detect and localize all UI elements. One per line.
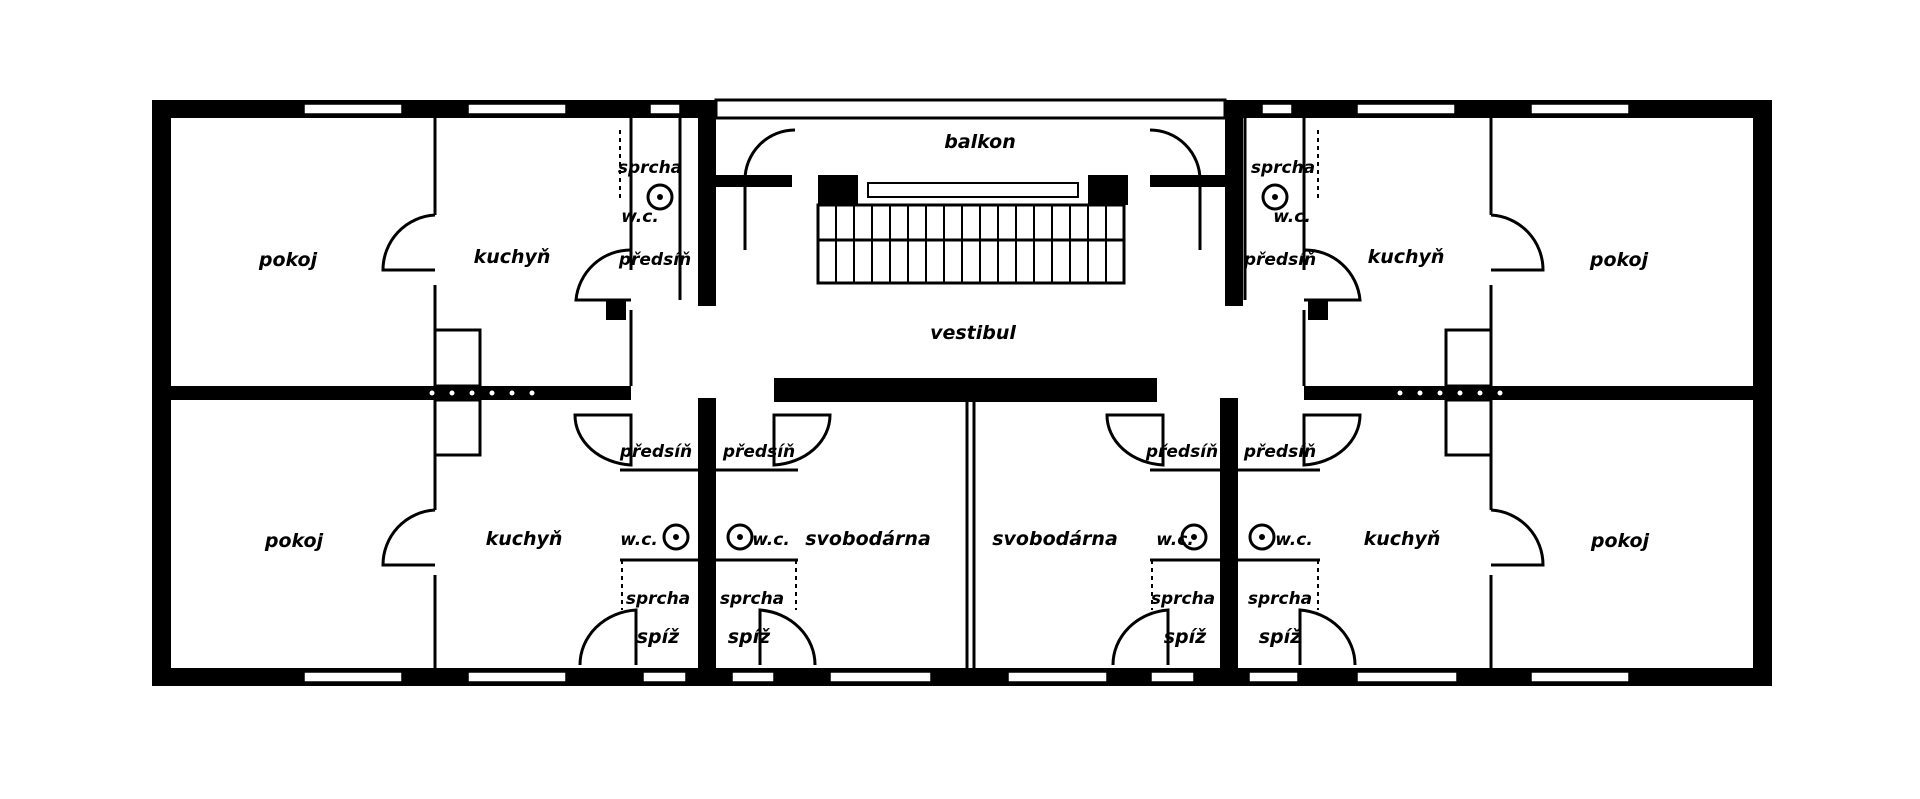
- room-label-predsin: předsíň: [619, 442, 692, 462]
- room-label-wc: w.c.: [620, 530, 658, 550]
- door-swings: [381, 128, 1545, 666]
- room-label-kuchyn: kuchyň: [1364, 528, 1441, 550]
- room-label-spiz: spíž: [1259, 626, 1302, 648]
- room-label-wc: w.c.: [1156, 530, 1194, 550]
- room-label-sprcha: sprcha: [1248, 589, 1312, 609]
- room-label-svobodarna: svobodárna: [805, 528, 931, 550]
- room-label-predsin: předsíň: [722, 442, 795, 462]
- room-label-svobodarna: svobodárna: [992, 528, 1118, 550]
- windows-bottom: [303, 671, 1630, 683]
- balcony-rail: [714, 98, 1227, 120]
- room-label-pokoj: pokoj: [1590, 530, 1650, 552]
- room-label-spiz: spíž: [728, 626, 771, 648]
- room-label-predsin: předsíň: [1243, 250, 1316, 270]
- partitions: [433, 118, 1493, 668]
- room-label-predsin: předsíň: [1243, 442, 1316, 462]
- room-label-spiz: spíž: [637, 626, 680, 648]
- room-label-vestibul: vestibul: [930, 322, 1016, 344]
- interior-walls: [171, 100, 1753, 686]
- room-label-pokoj: pokoj: [1589, 249, 1649, 271]
- room-label-wc: w.c.: [1273, 207, 1311, 227]
- room-label-sprcha: sprcha: [626, 589, 690, 609]
- room-label-sprcha: sprcha: [618, 158, 682, 178]
- room-label-kuchyn: kuchyň: [474, 246, 551, 268]
- room-label-spiz: spíž: [1164, 626, 1207, 648]
- room-label-sprcha: sprcha: [1251, 158, 1315, 178]
- radiator-marks: [429, 390, 1503, 396]
- room-label-sprcha: sprcha: [1151, 589, 1215, 609]
- room-label-balkon: balkon: [944, 131, 1015, 153]
- windows-top: [303, 103, 1630, 115]
- toilet-icons: [646, 183, 1289, 551]
- staircase: [816, 182, 1126, 285]
- room-label-wc: w.c.: [621, 207, 659, 227]
- room-label-wc: w.c.: [752, 530, 790, 550]
- room-label-sprcha: sprcha: [720, 589, 784, 609]
- room-label-pokoj: pokoj: [264, 530, 324, 552]
- room-label-pokoj: pokoj: [258, 249, 318, 271]
- room-label-predsin: předsíň: [618, 250, 691, 270]
- room-label-predsin: předsíň: [1145, 442, 1218, 462]
- room-label-kuchyn: kuchyň: [486, 528, 563, 550]
- room-label-kuchyn: kuchyň: [1368, 246, 1445, 268]
- room-label-wc: w.c.: [1275, 530, 1313, 550]
